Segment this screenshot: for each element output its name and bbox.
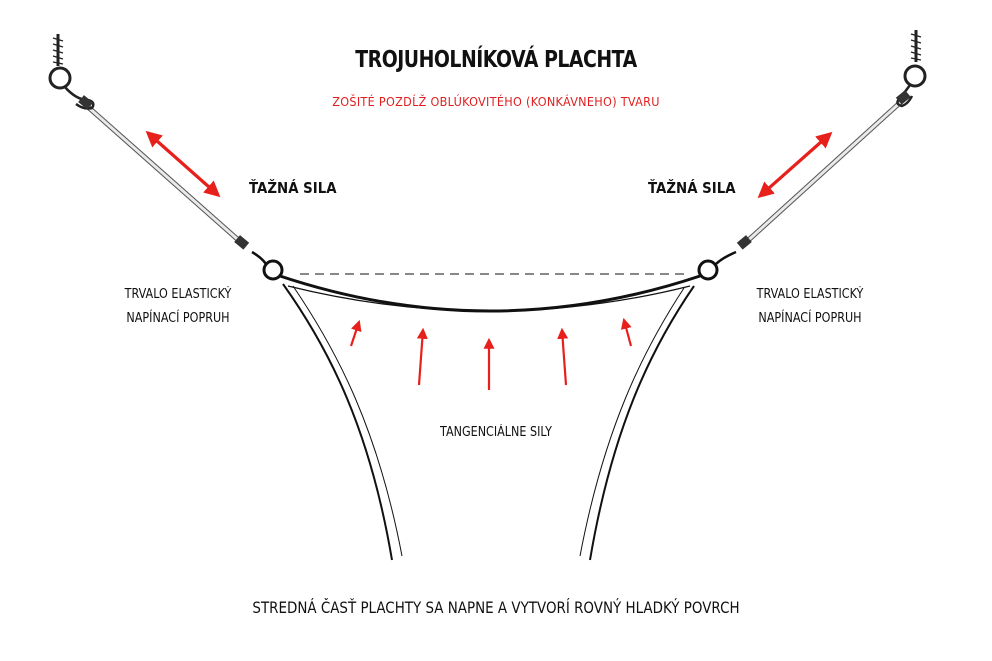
pull-force-label-right: ŤAŽNÁ SILA bbox=[648, 179, 736, 197]
screw-eye-hook-icon bbox=[895, 30, 927, 108]
diagram-subtitle: ZOŠITÉ POZDĹŽ OBLÚKOVITÉHO (KONKÁVNEHO) … bbox=[332, 94, 660, 109]
tangential-arrow bbox=[557, 327, 569, 386]
strap-label-line: NAPÍNACÍ POPRUH bbox=[758, 311, 862, 326]
tangential-force-arrows bbox=[349, 317, 633, 390]
pull-force-arrow-right bbox=[757, 131, 833, 199]
diagram-title: TROJUHOLNÍKOVÁ PLACHTA bbox=[355, 47, 637, 73]
sail bbox=[279, 274, 701, 561]
footer-caption: STREDNÁ ČASŤ PLACHTY SA NAPNE A VYTVORÍ … bbox=[252, 598, 740, 617]
tangential-arrow bbox=[416, 327, 428, 386]
left-cable bbox=[85, 104, 247, 248]
elastic-strap-label-left: TRVALO ELASTICKÝ NAPÍNACÍ POPRUH bbox=[109, 283, 247, 331]
pull-force-label-left: ŤAŽNÁ SILA bbox=[249, 179, 337, 197]
strap-label-line: TRVALO ELASTICKÝ bbox=[756, 287, 864, 302]
snap-shackle-icon bbox=[697, 235, 752, 281]
screw-eye-hook-icon bbox=[48, 34, 95, 110]
tangential-arrow bbox=[620, 317, 633, 347]
pull-force-arrow-left bbox=[145, 130, 221, 198]
strap-label-line: NAPÍNACÍ POPRUH bbox=[126, 311, 230, 326]
strap-label-line: TRVALO ELASTICKÝ bbox=[124, 287, 232, 302]
tangential-forces-label: TANGENCIÁLNE SILY bbox=[439, 425, 552, 440]
tangential-arrow bbox=[349, 319, 362, 347]
snap-shackle-icon bbox=[234, 235, 284, 281]
right-cable bbox=[740, 97, 906, 248]
elastic-strap-label-right: TRVALO ELASTICKÝ NAPÍNACÍ POPRUH bbox=[741, 283, 879, 331]
